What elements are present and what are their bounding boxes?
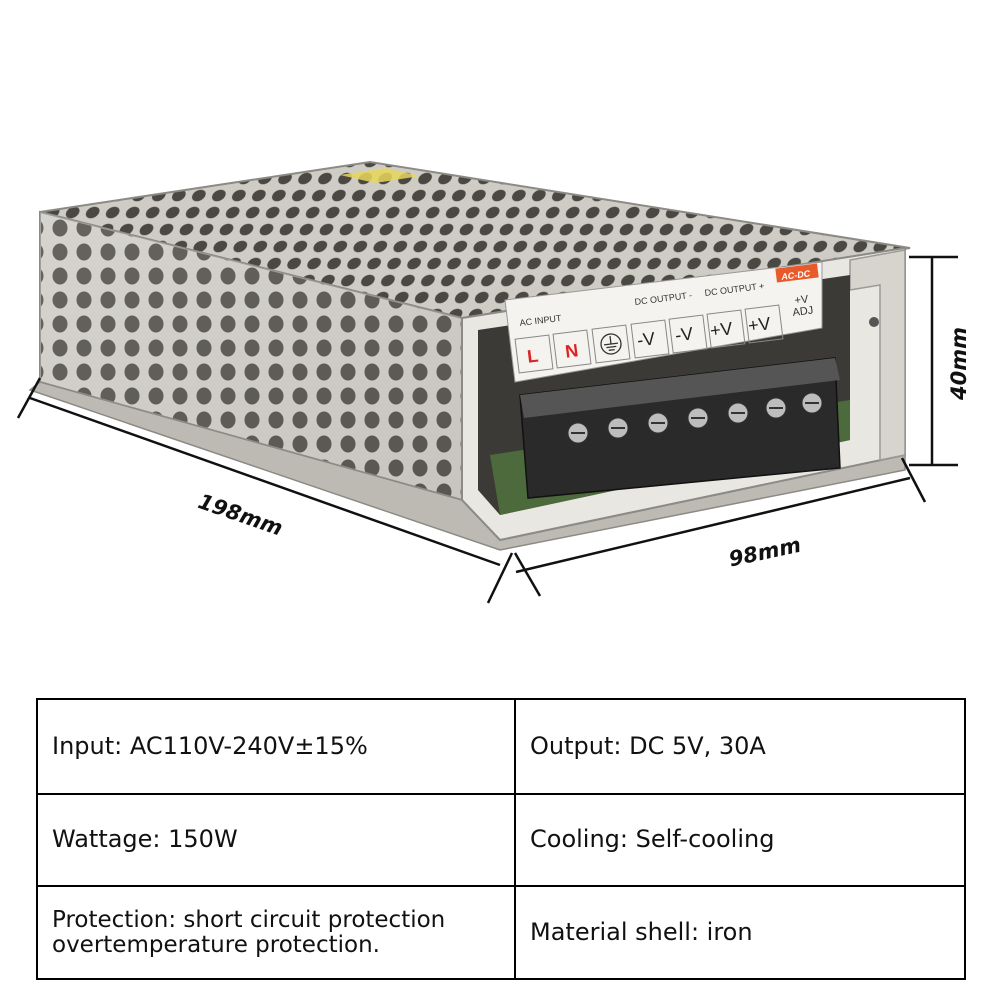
terminal-screw	[765, 397, 787, 419]
terminal-screw	[727, 402, 749, 424]
table-row: Wattage: 150W Cooling: Self-cooling	[36, 793, 966, 887]
dimension-height	[909, 255, 958, 467]
terminal-label-l: L	[526, 346, 539, 367]
spec-protection: Protection: short circuit protection ove…	[36, 885, 516, 980]
ac-dc-badge-text: AC-DC	[780, 268, 811, 282]
terminal-screws	[567, 392, 823, 444]
adj-label-bottom: ADJ	[792, 305, 814, 319]
spec-wattage: Wattage: 150W	[36, 793, 516, 887]
dimension-width	[513, 457, 927, 597]
terminal-screw	[647, 412, 669, 434]
ac-dc-badge	[775, 263, 819, 283]
table-row: Input: AC110V-240V±15% Output: DC 5V, 30…	[36, 698, 966, 795]
terminal-screw	[687, 407, 709, 429]
ground-icon	[600, 333, 622, 355]
length-label: 198mm	[195, 489, 286, 540]
terminal-labels: L N -V -V +V +V +V ADJ	[514, 293, 814, 374]
adj-label-top: +V	[794, 293, 810, 307]
label-plate	[504, 261, 823, 383]
height-label: 40mm	[947, 327, 971, 401]
dimension-length	[16, 377, 514, 604]
table-row: Protection: short circuit protection ove…	[36, 885, 966, 980]
top-sticker	[340, 168, 420, 183]
terminal-label-neg-v-1: -V	[636, 328, 656, 350]
power-supply-unit: AC-DC AC INPUT DC OUTPUT - DC OUTPUT + L…	[28, 160, 911, 551]
terminal-label-pos-v-2: +V	[747, 313, 772, 336]
spec-table: Input: AC110V-240V±15% Output: DC 5V, 30…	[36, 698, 966, 980]
terminal-label-neg-v-2: -V	[674, 323, 694, 345]
terminal-screw	[567, 422, 589, 444]
mount-hole-icon	[869, 317, 879, 327]
terminal-screw	[607, 417, 629, 439]
spec-input: Input: AC110V-240V±15%	[36, 698, 516, 795]
terminal-screw	[801, 392, 823, 414]
terminal-label-n: N	[564, 340, 579, 361]
width-label: 98mm	[727, 533, 803, 572]
spec-cooling: Cooling: Self-cooling	[514, 793, 966, 887]
spec-output: Output: DC 5V, 30A	[514, 698, 966, 795]
terminal-label-pos-v-1: +V	[709, 318, 734, 341]
spec-material: Material shell: iron	[514, 885, 966, 980]
power-supply-figure: AC-DC AC INPUT DC OUTPUT - DC OUTPUT + L…	[16, 160, 971, 604]
